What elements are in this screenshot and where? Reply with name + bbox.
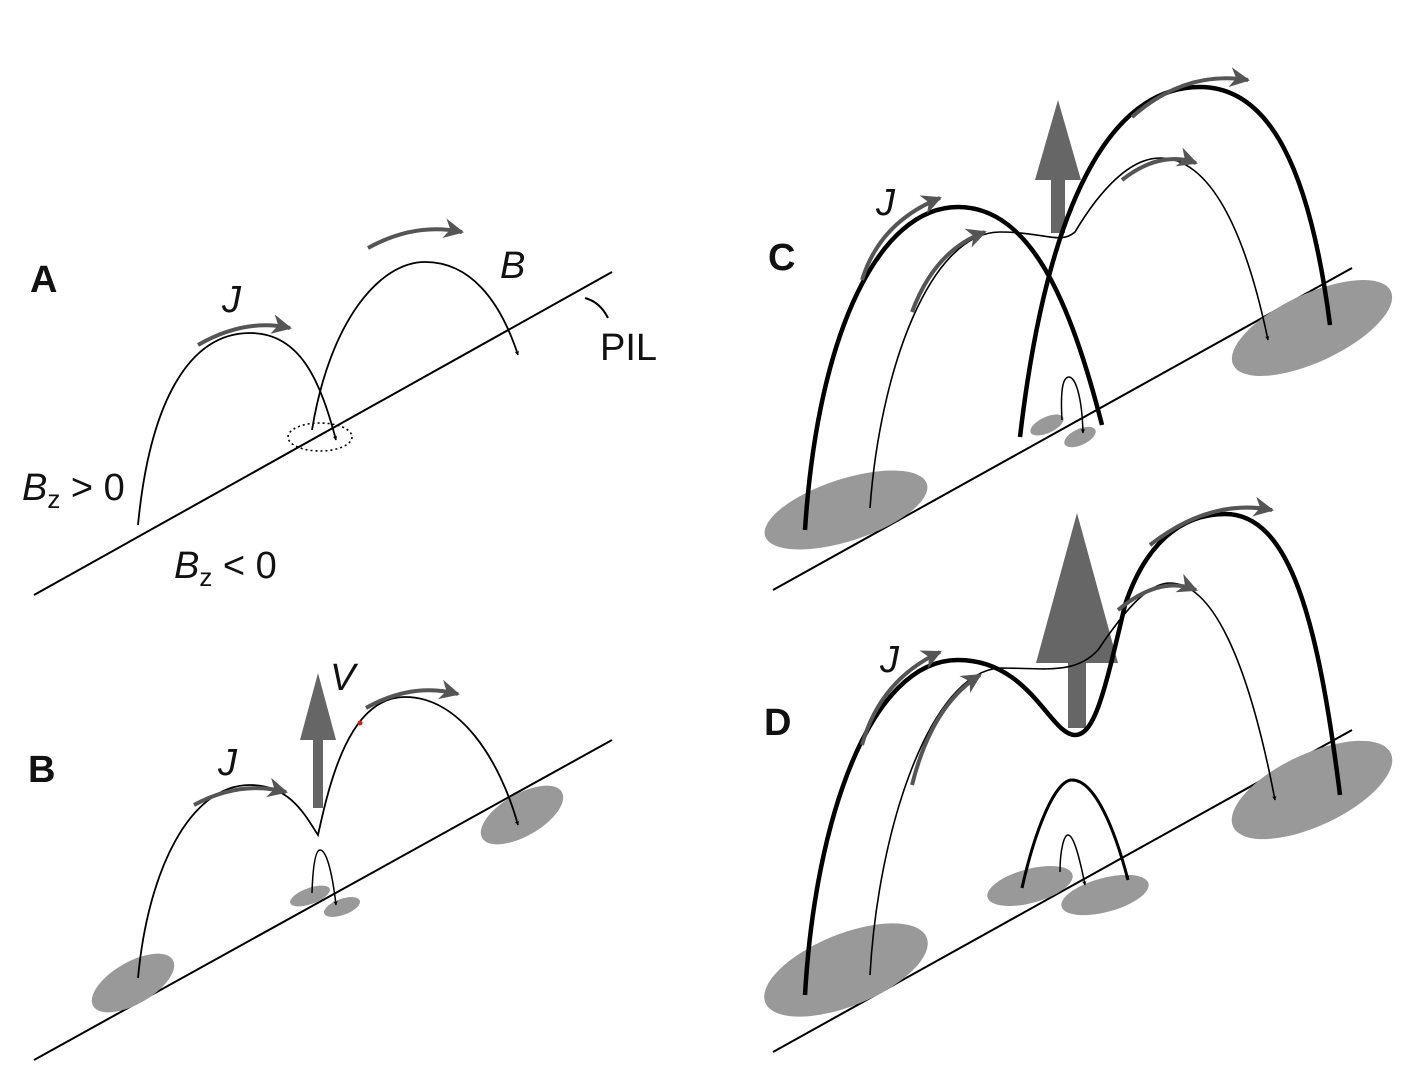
panel-a: A PIL J B Bz > 0 Bz < 0 <box>22 218 657 596</box>
red-dot <box>357 720 363 726</box>
reconnected-loop <box>1020 778 1130 889</box>
footpoint-small-right <box>1064 426 1096 448</box>
panel-d: D J <box>764 496 1393 1053</box>
bz-negative-label: Bz < 0 <box>174 545 277 592</box>
panel-b: B V J <box>28 657 613 1061</box>
thick-loop-left <box>802 204 1105 531</box>
polarity-inversion-line <box>772 267 1353 591</box>
current-label-b: J <box>217 742 238 784</box>
small-loop <box>311 849 338 906</box>
flux-rope-loop-thin <box>869 582 1277 976</box>
thick-loop-right <box>1017 84 1333 438</box>
bz-positive-label: Bz > 0 <box>22 467 125 514</box>
panel-label-a: A <box>30 259 57 301</box>
footpoint-small-right <box>323 897 361 917</box>
footpoint-left <box>764 923 928 1017</box>
panel-c: C J <box>764 67 1393 591</box>
current-arrow-outer-left <box>860 195 942 281</box>
velocity-arrow-d <box>1036 513 1118 728</box>
panel-label-d: D <box>764 702 791 744</box>
small-loop <box>1059 834 1087 886</box>
velocity-arrow-b <box>300 673 336 808</box>
current-arrow-outer-right <box>1148 496 1274 547</box>
current-label-c: J <box>875 182 896 224</box>
current-label-d: J <box>879 639 900 681</box>
pil-leader-line <box>584 297 609 319</box>
current-arrow-left <box>197 314 292 347</box>
current-label-a: J <box>221 279 242 321</box>
loop-left <box>137 332 338 526</box>
current-arrow-outer-right <box>1130 67 1250 119</box>
current-arrow-inner-left <box>910 228 987 313</box>
current-arrow-inner-right <box>1116 573 1198 612</box>
velocity-label-b: V <box>330 657 359 699</box>
current-arrow-outer-left <box>860 650 942 746</box>
current-arrow-right <box>367 218 464 250</box>
small-loop <box>1060 376 1086 434</box>
panel-label-c: C <box>768 237 795 279</box>
footpoint-mid-left <box>987 866 1073 906</box>
current-arrow-inner-left <box>910 673 982 786</box>
current-arrow-right <box>365 679 460 710</box>
loop-right <box>311 261 519 431</box>
reconnection-site <box>287 422 353 452</box>
footpoint-small-left <box>1030 414 1064 436</box>
flux-rope-loop-thin <box>869 157 1270 509</box>
current-arrow-inner-right <box>1120 147 1198 182</box>
current-arrow-left <box>193 777 288 807</box>
panel-label-b: B <box>28 749 55 791</box>
footpoint-right <box>1231 280 1393 376</box>
field-label-a: B <box>500 245 525 287</box>
merged-loop <box>137 696 520 979</box>
footpoint-right <box>480 785 564 845</box>
footpoint-small-left <box>290 885 330 907</box>
velocity-arrow-c <box>1035 100 1081 233</box>
thick-merged-loop <box>802 511 1343 996</box>
footpoint-left <box>91 953 175 1013</box>
polarity-inversion-line <box>33 271 613 596</box>
pil-label: PIL <box>600 327 657 369</box>
footpoint-right <box>1231 740 1393 840</box>
